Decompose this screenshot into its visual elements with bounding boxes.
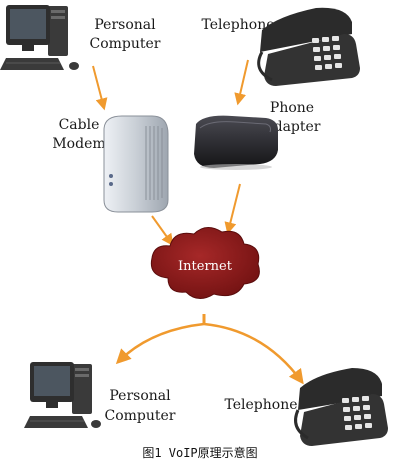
pc-bottom-icon	[24, 362, 101, 428]
figure-caption: 图1 VoIP原理示意图	[142, 445, 257, 460]
arrow-internet-to-pc	[115, 322, 205, 365]
arrow-modem-to-internet	[151, 215, 174, 246]
pc-top-label-line1: Personal	[94, 17, 156, 33]
arrow-phone-to-adapter	[234, 59, 249, 106]
cable-modem-label-line2: Modem	[52, 136, 105, 152]
phone-adapter-label-line1: Phone	[270, 100, 314, 116]
pc-bottom-label-line2: Computer	[105, 408, 176, 424]
cable-modem-label-line1: Cable	[59, 117, 100, 133]
phone-top-label: Telephone	[201, 17, 274, 33]
telephone-top-icon	[257, 7, 360, 86]
pc-top-icon	[0, 5, 79, 70]
arrow-pc-to-modem	[92, 65, 108, 111]
phone-adapter-icon	[194, 115, 278, 170]
pc-bottom-label-line1: Personal	[109, 388, 171, 404]
cable-modem-icon	[103, 115, 169, 213]
internet-cloud-icon	[150, 227, 260, 299]
internet-label: Internet	[178, 259, 233, 274]
arrow-adapter-to-internet	[224, 183, 241, 235]
arrow-internet-to-phone	[203, 322, 304, 385]
telephone-bottom-icon	[294, 368, 388, 446]
phone-bottom-label: Telephone	[224, 397, 297, 413]
pc-top-label-line2: Computer	[90, 36, 161, 52]
